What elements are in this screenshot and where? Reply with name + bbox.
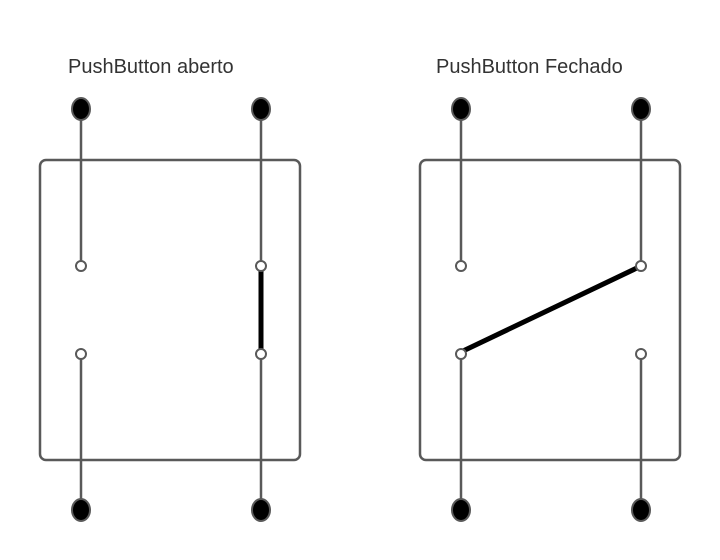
- contact-point-upper-left: [75, 260, 87, 272]
- contact-point-lower-right: [635, 348, 647, 360]
- terminal-bottom-right: [251, 498, 271, 522]
- switch-body-open: [38, 158, 302, 462]
- switch-body-closed: [418, 158, 682, 462]
- contact-point-upper-right: [255, 260, 267, 272]
- terminal-top-left: [451, 97, 471, 121]
- contact-point-lower-left: [455, 348, 467, 360]
- contact-point-upper-left: [455, 260, 467, 272]
- contact-point-lower-left: [75, 348, 87, 360]
- terminal-bottom-right: [631, 498, 651, 522]
- terminal-bottom-left: [71, 498, 91, 522]
- terminal-top-right: [631, 97, 651, 121]
- terminal-top-left: [71, 97, 91, 121]
- contact-bar: [461, 264, 641, 354]
- contact-point-lower-right: [255, 348, 267, 360]
- diagram-title-open: PushButton aberto: [68, 56, 234, 78]
- pushbutton-open-diagram: [38, 97, 302, 522]
- terminal-bottom-left: [451, 498, 471, 522]
- terminal-top-right: [251, 97, 271, 121]
- pushbutton-closed-diagram: [418, 97, 682, 522]
- diagram-title-closed: PushButton Fechado: [436, 56, 623, 78]
- contact-point-upper-right: [635, 260, 647, 272]
